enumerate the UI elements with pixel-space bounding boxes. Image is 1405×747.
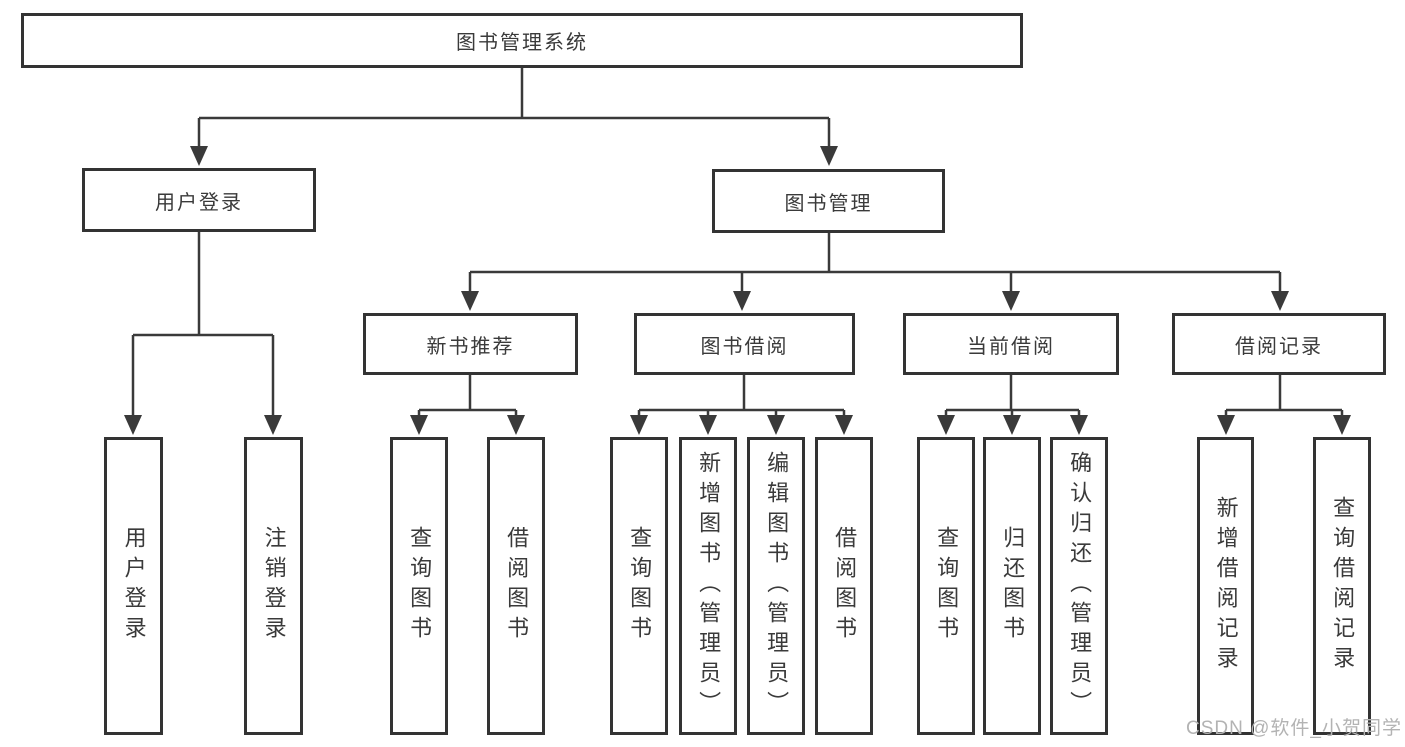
node-leaf-current-return-label: 归还图书 — [1000, 526, 1026, 646]
node-leaf-user-login-label: 用户登录 — [121, 526, 147, 646]
node-leaf-logout: 注销登录 — [244, 437, 303, 735]
node-leaf-borrow-add: 新增图书（管理员） — [679, 437, 737, 735]
node-leaf-records-add-label: 新增借阅记录 — [1213, 496, 1239, 676]
node-borrow-records-label: 借阅记录 — [1235, 335, 1323, 358]
node-leaf-records-query-label: 查询借阅记录 — [1330, 496, 1356, 676]
node-leaf-user-login: 用户登录 — [104, 437, 163, 735]
connector-new-book — [410, 375, 525, 435]
node-leaf-newbook-borrow-label: 借阅图书 — [504, 526, 530, 646]
node-leaf-current-query-label: 查询图书 — [934, 526, 960, 646]
node-leaf-newbook-borrow: 借阅图书 — [487, 437, 545, 735]
node-user-login-label: 用户登录 — [155, 191, 243, 214]
node-leaf-current-query: 查询图书 — [917, 437, 975, 735]
connector-book-mgmt — [461, 233, 1289, 311]
node-leaf-current-confirm: 确认归还（管理员） — [1050, 437, 1108, 735]
node-leaf-records-add: 新增借阅记录 — [1197, 437, 1254, 735]
connector-user-login — [124, 232, 282, 435]
node-leaf-newbook-query: 查询图书 — [390, 437, 448, 735]
node-leaf-current-return: 归还图书 — [983, 437, 1041, 735]
node-library-system-label: 图书管理系统 — [456, 32, 588, 54]
node-book-borrow-label: 图书借阅 — [700, 335, 789, 358]
node-leaf-newbook-query-label: 查询图书 — [407, 526, 433, 646]
node-new-book-recommend-label: 新书推荐 — [426, 335, 515, 358]
node-leaf-borrow-borrow-label: 借阅图书 — [832, 526, 858, 646]
node-library-system: 图书管理系统 — [21, 13, 1023, 68]
connector-current-borrow — [937, 375, 1088, 435]
node-leaf-current-confirm-label: 确认归还（管理员） — [1067, 451, 1093, 721]
node-leaf-borrow-edit: 编辑图书（管理员） — [747, 437, 805, 735]
node-leaf-borrow-add-label: 新增图书（管理员） — [696, 451, 722, 721]
node-book-management-label: 图书管理 — [784, 192, 873, 215]
node-book-borrow: 图书借阅 — [634, 313, 855, 375]
node-leaf-records-query: 查询借阅记录 — [1313, 437, 1371, 735]
connector-root — [190, 68, 838, 166]
node-leaf-logout-label: 注销登录 — [261, 526, 287, 646]
node-current-borrow-label: 当前借阅 — [967, 335, 1055, 358]
connector-book-borrow — [630, 375, 853, 435]
connector-borrow-records — [1217, 375, 1351, 435]
node-leaf-borrow-edit-label: 编辑图书（管理员） — [764, 451, 790, 721]
csdn-watermark: CSDN @软件_小贺同学 — [1186, 718, 1402, 739]
node-leaf-borrow-borrow: 借阅图书 — [815, 437, 873, 735]
node-user-login: 用户登录 — [82, 168, 316, 232]
node-book-management: 图书管理 — [712, 169, 945, 233]
node-current-borrow: 当前借阅 — [903, 313, 1119, 375]
node-new-book-recommend: 新书推荐 — [363, 313, 578, 375]
node-borrow-records: 借阅记录 — [1172, 313, 1386, 375]
node-leaf-borrow-query-label: 查询图书 — [627, 526, 653, 646]
node-leaf-borrow-query: 查询图书 — [610, 437, 668, 735]
